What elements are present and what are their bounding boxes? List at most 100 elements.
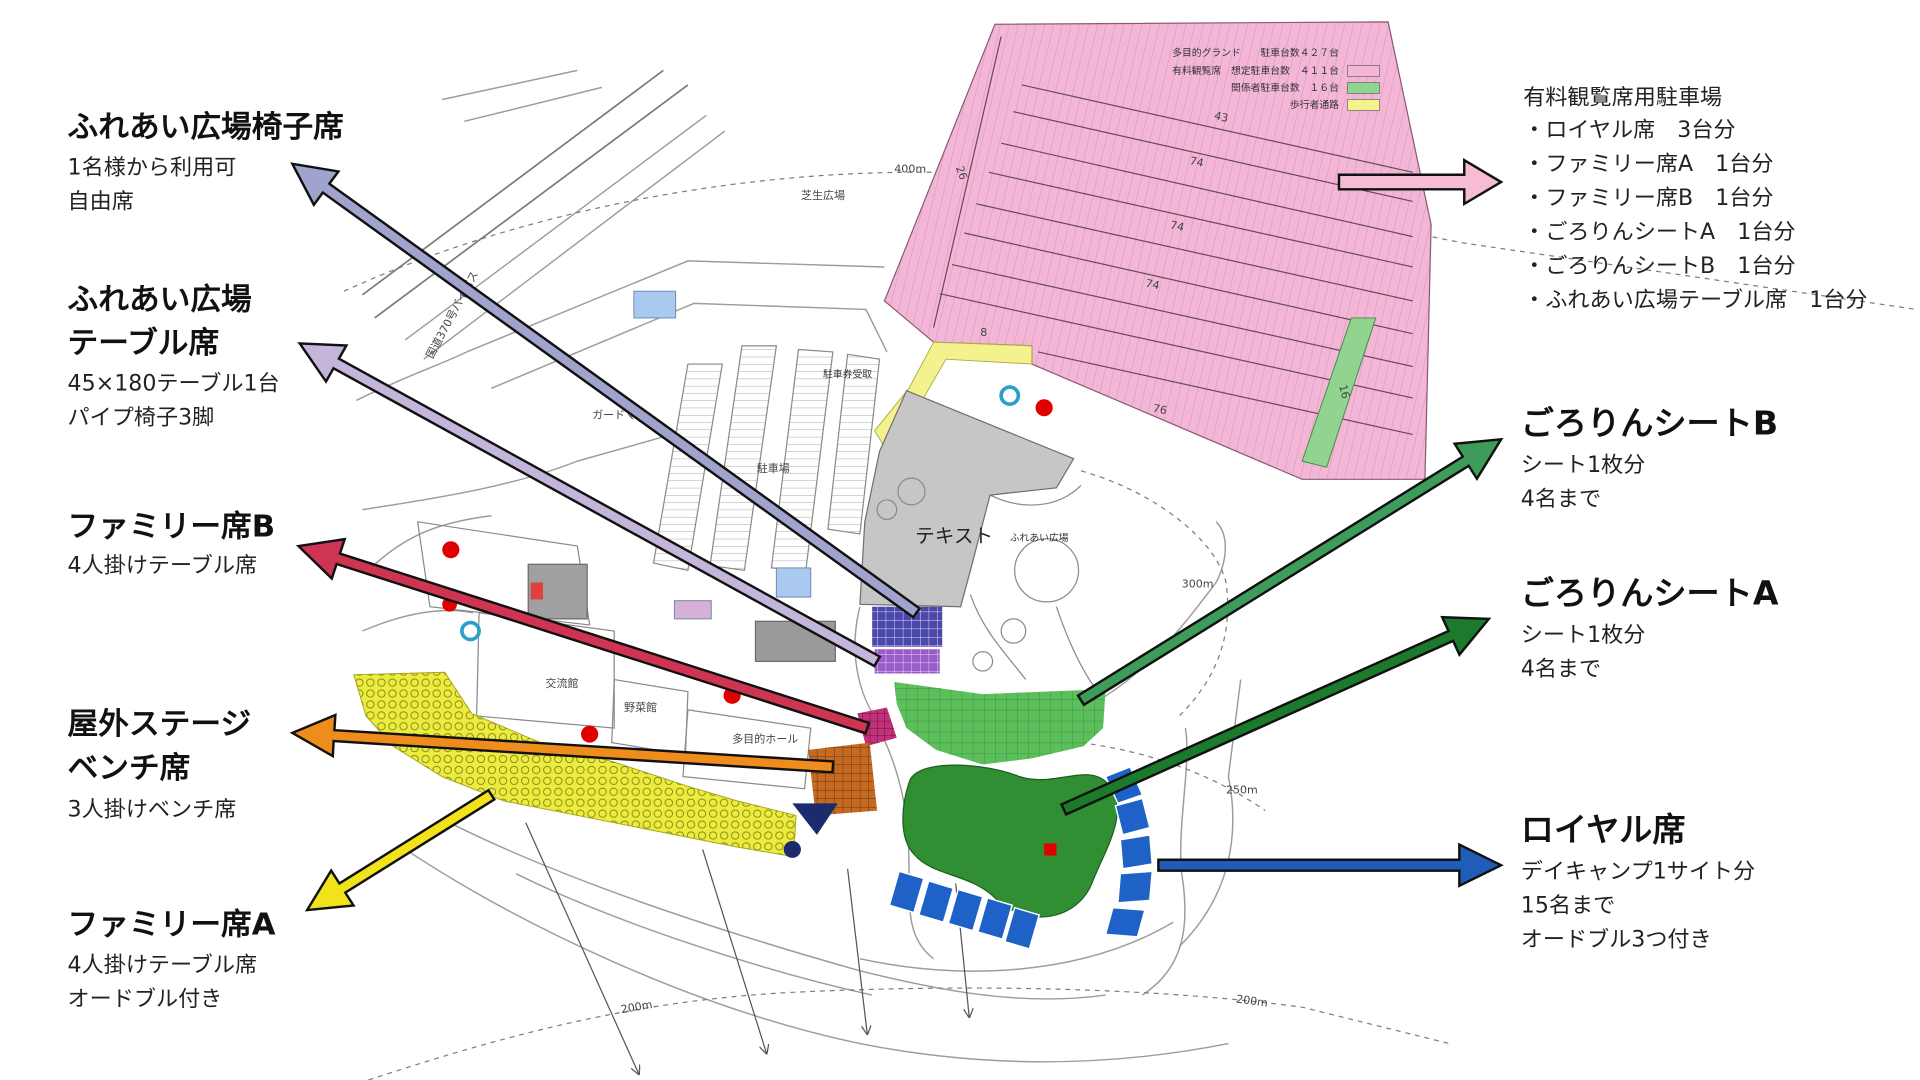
callout-arrows [289, 158, 1504, 912]
arrow-gororin-b [1076, 437, 1504, 707]
arrow-fureai-isu [290, 162, 922, 619]
yasaikan-building [611, 678, 689, 756]
royal-detail: 15名まで [1521, 894, 1615, 919]
parking-list-item: ・ごろりんシートA 1台分 [1523, 220, 1795, 245]
distance-label-300: 300m [1182, 577, 1214, 590]
arrow-stage [289, 713, 835, 774]
plaza-building [859, 389, 1075, 608]
parking-row-line [988, 171, 1413, 268]
parking-row-number: 43 [1213, 109, 1230, 125]
fureai-path [969, 594, 1027, 680]
arrow-family-a [304, 788, 497, 912]
site-road [404, 848, 1229, 1063]
info-marker-ring [460, 620, 481, 642]
arrow-gororin-a [1059, 615, 1492, 816]
gororin-b-title: ごろりんシートB [1521, 404, 1778, 443]
bypass-road-line [374, 84, 689, 319]
site-road [515, 873, 873, 996]
distance-label-200: 200m [620, 998, 654, 1016]
red-small-room [530, 582, 543, 600]
fureai-plaza-circle [1000, 618, 1027, 644]
royal-tent [1104, 906, 1146, 938]
building-outline [416, 521, 591, 626]
map-center-label: テキスト [915, 525, 993, 548]
arrow-fureai-table [297, 342, 882, 668]
royal-title: ロイヤル席 [1521, 810, 1686, 849]
place-label-ticket: 駐車券受取 [823, 367, 872, 380]
parking-legend: 多目的グランド 駐車台数４２７台 有料観覧席 想定駐車台数 ４１１台 関係者駐車… [1172, 46, 1380, 111]
map-base [355, 69, 1242, 1063]
place-label-lawn: 芝生広場 [801, 188, 845, 202]
red-facility-marker [1035, 399, 1053, 417]
royal-tent [947, 888, 984, 932]
parking-stalls-blue [633, 290, 677, 319]
right-labels: 有料観覧席用駐車場 ・ロイヤル席 3台分 ・ファミリー席A 1台分 ・ファミリー… [1521, 85, 1868, 952]
parking-row-line [951, 263, 1413, 368]
royal-center-marker [1044, 843, 1057, 856]
parking-stalls-blue [673, 600, 712, 620]
koryukan-building [475, 612, 615, 729]
bypass-road-line [423, 130, 726, 360]
distance-label-250: 250m [1226, 784, 1258, 797]
fureai-table-detail: 45×180テーブル1台 [68, 372, 280, 397]
fureai-plaza-circle [1014, 538, 1080, 603]
royal-detail: デイキャンプ1サイト分 [1521, 860, 1755, 885]
parking-row-line [1037, 351, 1413, 436]
gororin-a-title: ごろりんシートA [1521, 574, 1779, 613]
royal-tent [976, 897, 1014, 941]
parking-row-line [1021, 84, 1413, 173]
distance-arc-400 [343, 171, 1917, 311]
fureai-isu-detail: 自由席 [68, 190, 134, 215]
site-road [1142, 727, 1188, 996]
west-parking-strip [827, 353, 881, 535]
thin-arrow [846, 868, 868, 1034]
gororin-b-detail: 4名まで [1521, 487, 1601, 512]
fureai-path [1055, 606, 1094, 686]
arrow-parking [1337, 158, 1504, 207]
thin-arrow [702, 849, 767, 1053]
info-marker-ring [999, 385, 1021, 406]
gororin-b-detail: シート1枚分 [1521, 453, 1646, 478]
arrow-family-b [295, 537, 871, 735]
staff-parking-strip [1301, 317, 1377, 468]
site-road [1080, 521, 1226, 711]
family-a-area-benches [353, 672, 797, 857]
parking-list-item: ・ふれあい広場テーブル席 1台分 [1523, 288, 1867, 313]
family-a-detail: オードブル付き [68, 987, 223, 1012]
place-label-parking: 駐車場 [757, 461, 790, 475]
royal-tent [1117, 870, 1154, 904]
plaza-circle [876, 499, 898, 520]
parking-list-item: ・ファミリー席A 1台分 [1523, 152, 1773, 177]
family-b-detail: 4人掛けテーブル席 [68, 554, 258, 579]
fureai-table-title: テーブル席 [68, 325, 220, 361]
parking-row-number: 16 [1336, 383, 1352, 400]
family-b-title: ファミリー席B [68, 509, 276, 545]
site-road [362, 436, 664, 511]
place-label-fureai: ふれあい広場 [1010, 531, 1069, 544]
parking-list-title: 有料観覧席用駐車場 [1523, 85, 1722, 110]
site-road [466, 260, 885, 353]
legend-swatch-green [1347, 82, 1380, 94]
seating-areas: テキスト [353, 385, 1154, 950]
distance-label-400: 400m [894, 162, 926, 175]
map-thin-arrows [525, 822, 969, 1074]
stage-triangle [792, 803, 838, 835]
site-road [491, 302, 888, 389]
parking-row-line [964, 232, 1413, 335]
parking-row-number: 76 [1152, 402, 1169, 418]
royal-detail: オードブル3つ付き [1521, 928, 1712, 953]
bypass-road-line [442, 69, 578, 101]
legend-line: 有料観覧席 想定駐車台数 ４１１台 [1172, 64, 1339, 77]
distance-arcs: 400m 300m 250m 200m 200m [343, 162, 1917, 1080]
fureai-plaza-circle [972, 651, 994, 672]
parking-row-number: 26 [953, 164, 970, 181]
parking-row-number: 74 [1188, 154, 1205, 170]
family-a-title: ファミリー席A [68, 907, 276, 943]
west-parking-strip [652, 363, 724, 572]
royal-tent [888, 870, 925, 914]
site-road [1178, 679, 1242, 948]
legend-swatch-pink [1347, 65, 1380, 77]
parking-column-line [932, 36, 1002, 328]
bypass-road-line [404, 114, 707, 341]
